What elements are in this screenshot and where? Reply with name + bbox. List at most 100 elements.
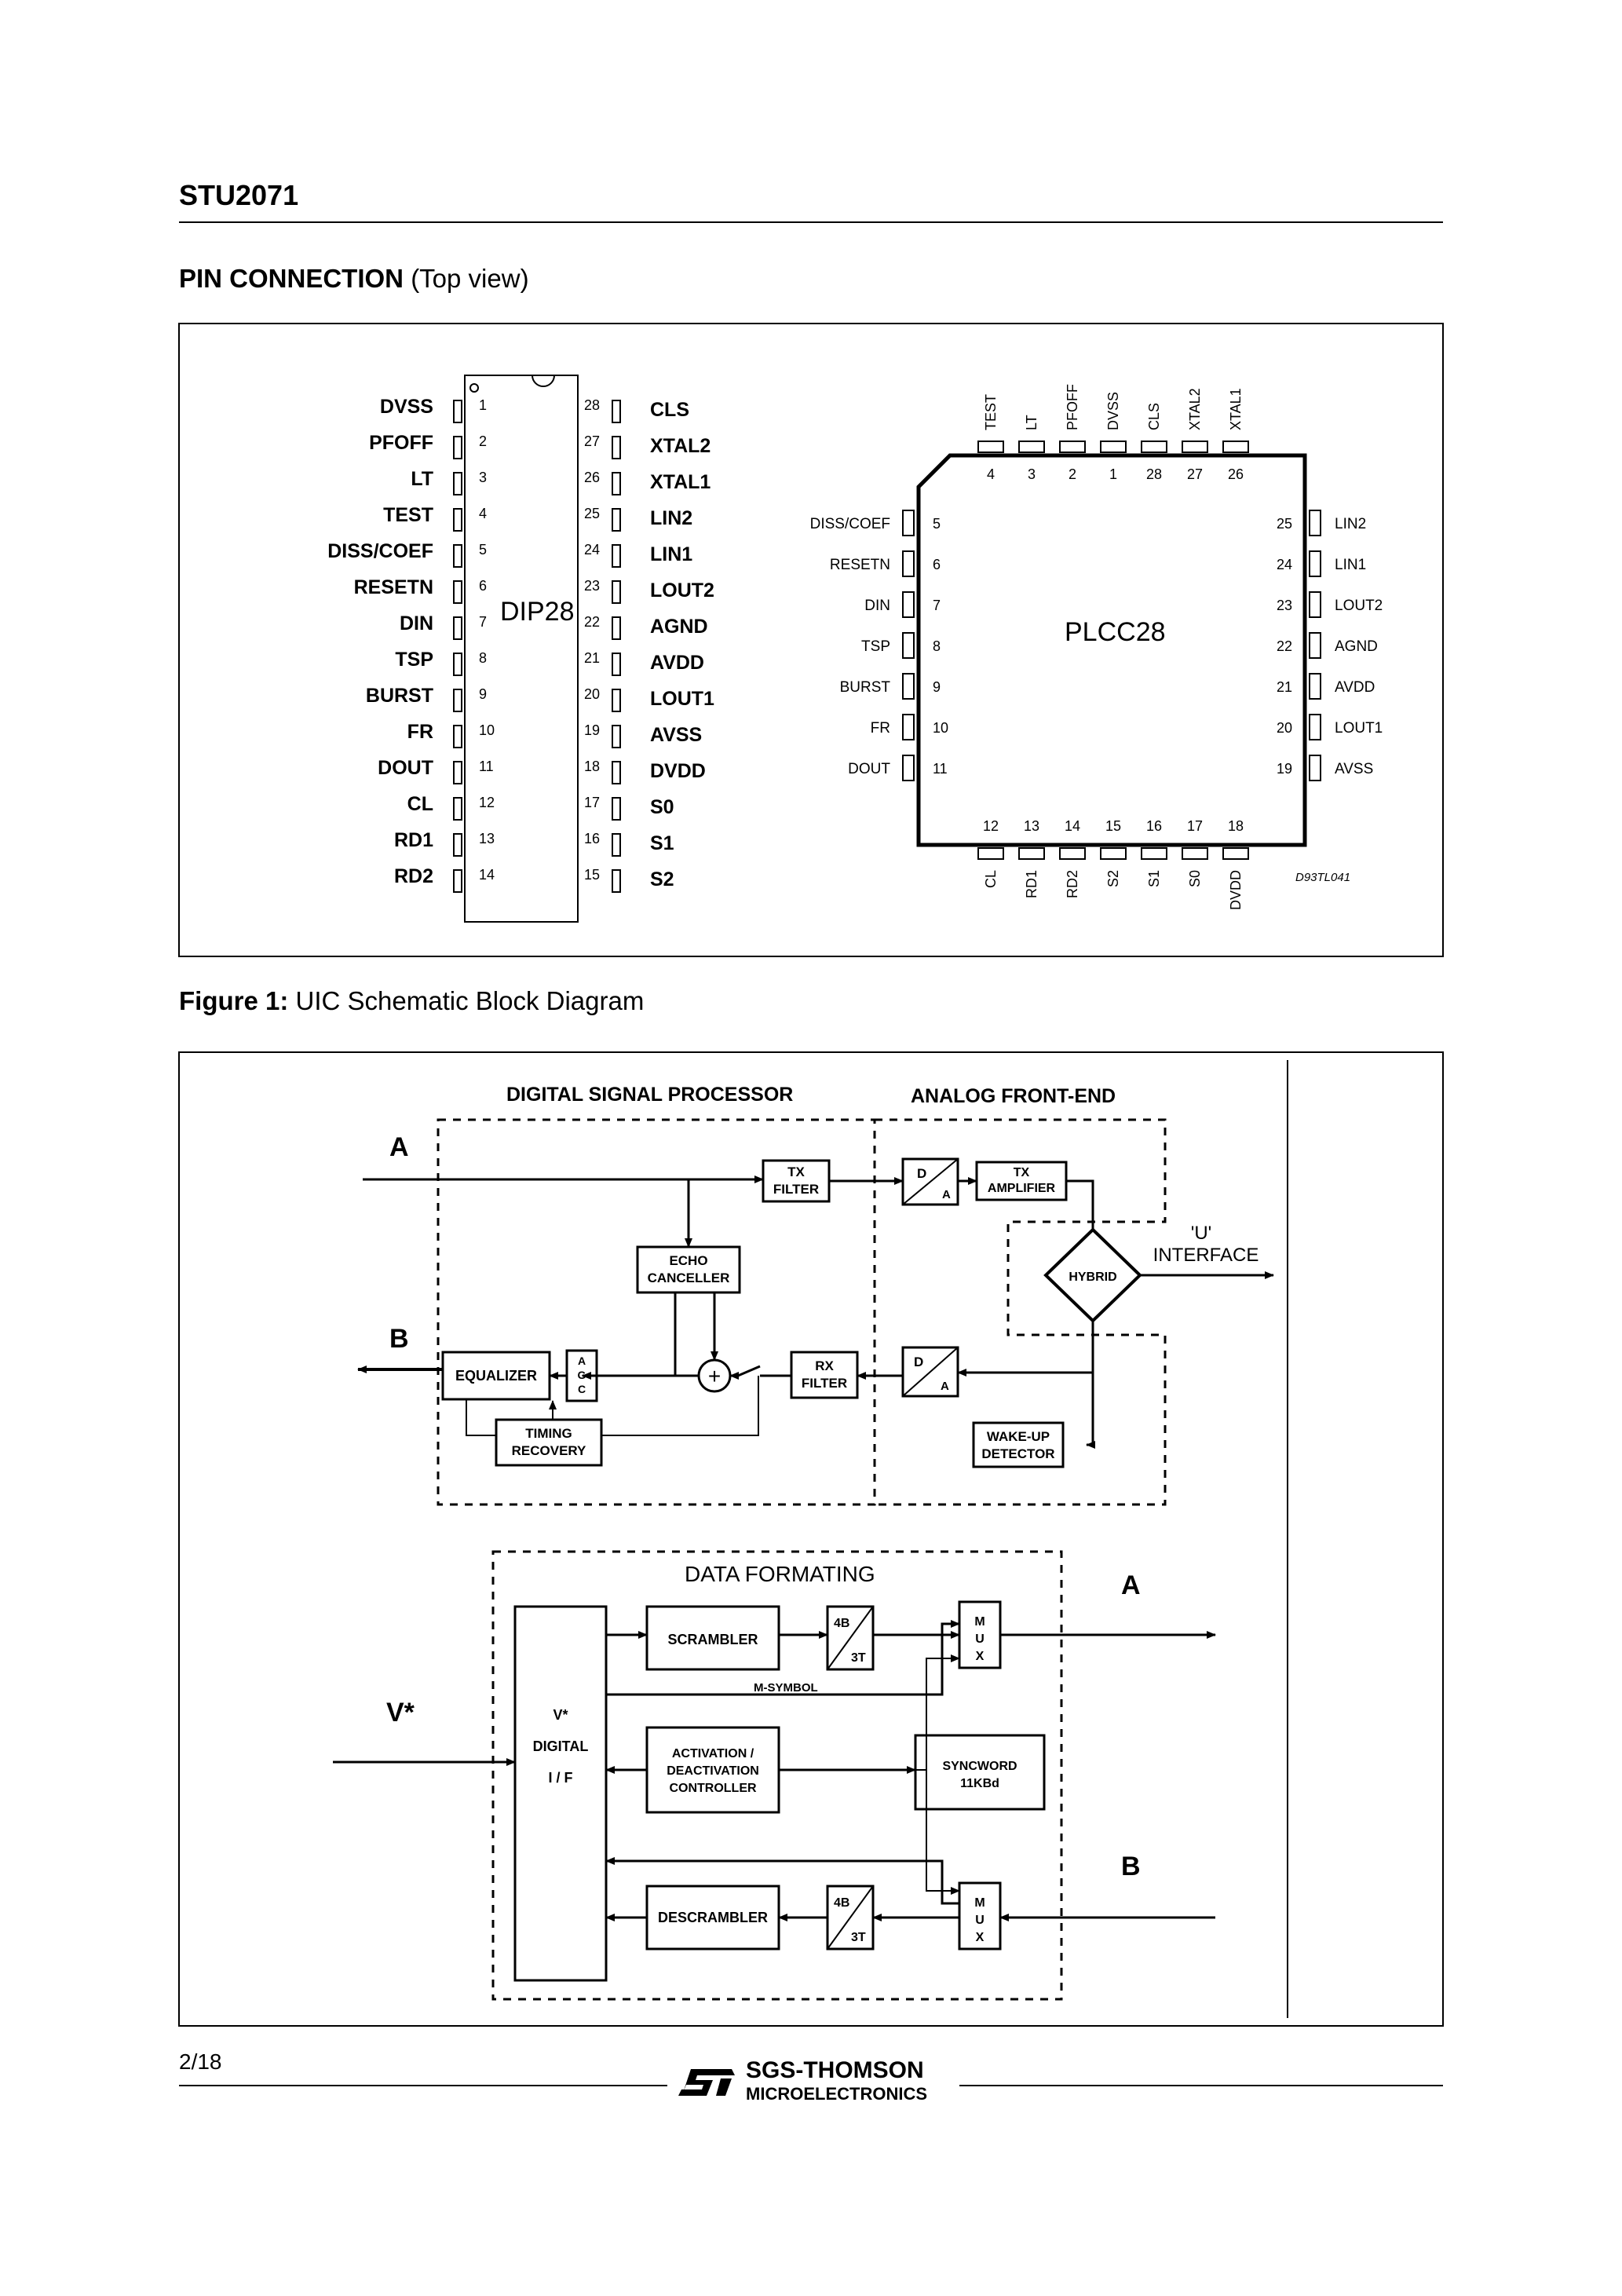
v-input-label: V* [386, 1698, 415, 1727]
plcc-pin-name: DIN [864, 598, 890, 614]
dip-pin-number: 28 [584, 397, 600, 413]
plcc-pin-name: XTAL2 [1187, 388, 1203, 430]
dip-pin-number: 16 [584, 831, 600, 846]
wakeup-detector-block [972, 1421, 1065, 1468]
plcc-pin-number: 13 [1024, 818, 1039, 834]
plcc-pin-lead [1182, 441, 1208, 453]
plcc-pin-number: 5 [933, 516, 941, 532]
figure-label: Figure 1: [179, 986, 289, 1015]
rx-filter-line1: RX [815, 1358, 834, 1373]
plcc-pin-number: 19 [1277, 761, 1292, 777]
activation-line2: DEACTIVATION [667, 1764, 759, 1778]
plcc-pin-lead [1309, 755, 1321, 781]
syncword-line2: 11KBd [960, 1777, 999, 1790]
dip-pin-lead [612, 616, 621, 640]
conv-top-4b: 4B [834, 1617, 849, 1630]
dip-body [464, 375, 579, 923]
plcc-label: PLCC28 [1065, 617, 1166, 647]
ad-a: A [941, 1380, 949, 1393]
amp-to-hybrid-line [1066, 1179, 1094, 1230]
dip-pin-number: 7 [479, 614, 487, 630]
plcc-pin-number: 27 [1187, 466, 1203, 482]
plcc-pin-lead [977, 441, 1004, 453]
afe-region [875, 1118, 1167, 1506]
dip-pin-name: DVDD [650, 760, 706, 782]
plcc-pin-number: 14 [1065, 818, 1080, 834]
dip-pin-name: TEST [383, 504, 433, 526]
descrambler-label: DESCRAMBLER [658, 1910, 768, 1925]
plcc-pin-number: 15 [1105, 818, 1121, 834]
plcc-pin-name: LIN1 [1335, 557, 1366, 573]
plcc-pin-lead [1100, 441, 1127, 453]
dip-pin-number: 13 [479, 831, 495, 846]
tx-filter-line1: TX [787, 1164, 805, 1179]
dip-pin-number: 2 [479, 433, 487, 449]
plcc-pin-lead [1309, 510, 1321, 536]
dip-pin-number: 18 [584, 759, 600, 774]
ad-slash [902, 1347, 959, 1397]
dip-pin-lead [453, 580, 462, 604]
ad-block [901, 1346, 959, 1398]
plcc-pin-name: RESETN [830, 557, 890, 573]
plcc-pin-number: 18 [1228, 818, 1244, 834]
dip-pin-name: DISS/COEF [327, 540, 433, 562]
plcc-pin-name: DVDD [1228, 870, 1244, 910]
dip-pin-number: 27 [584, 433, 600, 449]
dip-pin-name: S0 [650, 796, 674, 818]
conv-4b3t-top-block [826, 1605, 875, 1671]
dip-notch [532, 375, 555, 387]
output-b-label: B [389, 1324, 409, 1354]
dip-pin-name: DOUT [378, 757, 433, 779]
dip-pin-lead [612, 400, 621, 423]
agc-g: G [578, 1369, 586, 1381]
agc-c: C [578, 1383, 586, 1395]
dip-pin-lead [453, 653, 462, 676]
dip-pin-name: LOUT1 [650, 688, 714, 710]
plcc-pin-name: CL [983, 870, 999, 888]
dip-pin-name: S1 [650, 832, 674, 854]
v-digital-line2: DIGITAL [533, 1738, 589, 1754]
conv-4b3t-top-slash [827, 1606, 874, 1670]
conv-top-3t: 3T [851, 1651, 866, 1665]
header-rule [179, 221, 1443, 223]
dip-pin-number: 15 [584, 867, 600, 883]
figure-title: UIC Schematic Block Diagram [295, 986, 645, 1015]
dip-pin-name: CL [407, 793, 433, 815]
ad-d: D [914, 1355, 923, 1369]
mux-bottom-m: M [974, 1896, 985, 1910]
v-digital-block [513, 1605, 608, 1982]
plcc-pin-number: 2 [1069, 466, 1076, 482]
footer-rule-left [179, 2085, 667, 2086]
echo-line1: ECHO [669, 1253, 707, 1268]
st-logo-icon [678, 2069, 735, 2096]
dip-pin-number: 11 [479, 759, 494, 774]
dip-pin-lead [612, 436, 621, 459]
plcc-pin-name: S0 [1187, 870, 1203, 887]
plcc-pin-number: 22 [1277, 638, 1292, 654]
dip-pin-number: 10 [479, 722, 495, 738]
dip-pin-lead [453, 761, 462, 784]
dip-pin-number: 21 [584, 650, 600, 666]
plcc-pin-number: 7 [933, 598, 941, 613]
dip-pin-number: 5 [479, 542, 487, 558]
dip-pin-lead [453, 689, 462, 712]
pin-figure-frame [178, 323, 1444, 957]
dip-pins: 1DVSS2PFOFF3LT4TEST5DISS/COEF6RESETN7DIN… [327, 396, 714, 893]
da-d: D [917, 1166, 926, 1181]
dip-pin-name: FR [407, 721, 433, 743]
tx-amp-line1: TX [1014, 1166, 1030, 1179]
dip-pin-name: XTAL2 [650, 435, 711, 457]
plcc-pin-number: 25 [1277, 516, 1292, 532]
dip-pin-number: 6 [479, 578, 487, 594]
plcc-pin-lead [1018, 441, 1045, 453]
plcc-pin-lead [1059, 441, 1086, 453]
dip-pin-number: 23 [584, 578, 600, 594]
data-formating-title: DATA FORMATING [685, 1562, 875, 1586]
plcc-pin-lead [1309, 673, 1321, 700]
dip-pin-number: 8 [479, 650, 487, 666]
plcc-pin-name: CLS [1146, 403, 1162, 430]
summer-plus: + [708, 1364, 721, 1388]
dip-pin-lead [612, 761, 621, 784]
plcc-body [916, 453, 1307, 847]
plcc-pin-number: 20 [1277, 720, 1292, 736]
